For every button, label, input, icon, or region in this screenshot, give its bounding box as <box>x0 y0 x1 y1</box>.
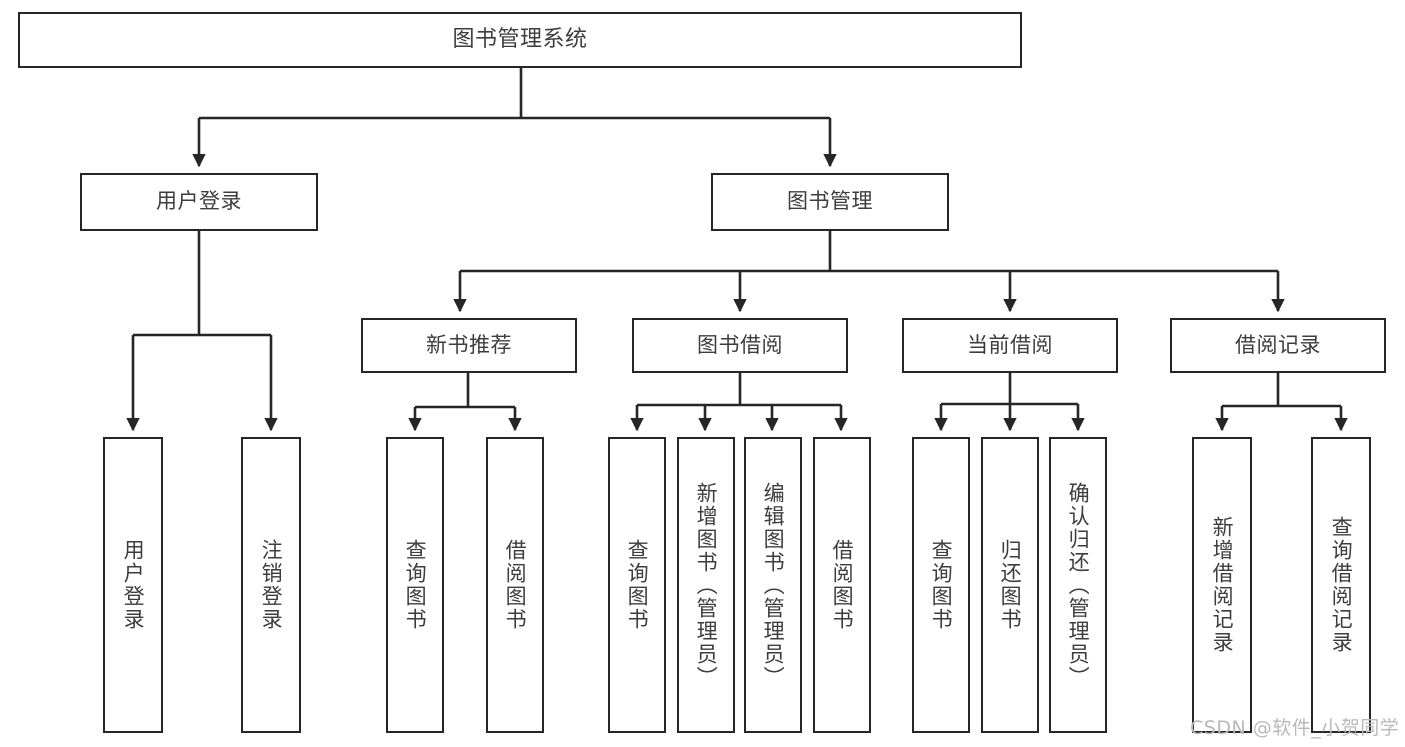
node-root-system[interactable]: 图书管理系统 <box>18 12 1022 68</box>
leaf-borrow-book-label: 借阅图书 <box>830 539 855 631</box>
node-book-borrow[interactable]: 图书借阅 <box>632 318 848 373</box>
leaf-confirm-return-admin[interactable]: 确认归还（管理员） <box>1049 437 1107 733</box>
leaf-query-book-borrow-label: 查询图书 <box>625 539 650 631</box>
node-new-book-recommend-label: 新书推荐 <box>426 332 512 357</box>
node-book-borrow-label: 图书借阅 <box>697 332 783 357</box>
node-new-book-recommend[interactable]: 新书推荐 <box>361 318 577 373</box>
leaf-logout[interactable]: 注销登录 <box>241 437 301 733</box>
leaf-edit-book-admin-label: 编辑图书（管理员） <box>761 481 786 689</box>
leaf-query-borrow-record-label: 查询借阅记录 <box>1329 516 1354 654</box>
node-current-borrow-label: 当前借阅 <box>967 332 1053 357</box>
leaf-borrow-book-recommend-label: 借阅图书 <box>503 539 528 631</box>
leaf-add-book-admin[interactable]: 新增图书（管理员） <box>677 437 735 733</box>
node-book-management[interactable]: 图书管理 <box>711 173 949 231</box>
leaf-query-book-recommend[interactable]: 查询图书 <box>386 437 444 733</box>
leaf-query-borrow-record[interactable]: 查询借阅记录 <box>1311 437 1371 733</box>
node-borrow-record[interactable]: 借阅记录 <box>1170 318 1386 373</box>
node-root-system-label: 图书管理系统 <box>452 26 588 52</box>
leaf-query-book-borrow[interactable]: 查询图书 <box>608 437 666 733</box>
node-borrow-record-label: 借阅记录 <box>1235 332 1321 357</box>
leaf-confirm-return-admin-label: 确认归还（管理员） <box>1066 481 1091 689</box>
leaf-add-borrow-record-label: 新增借阅记录 <box>1210 516 1235 654</box>
node-user-login[interactable]: 用户登录 <box>80 173 318 231</box>
leaf-return-book-label: 归还图书 <box>998 539 1023 631</box>
leaf-add-borrow-record[interactable]: 新增借阅记录 <box>1192 437 1252 733</box>
leaf-return-book[interactable]: 归还图书 <box>981 437 1039 733</box>
leaf-add-book-admin-label: 新增图书（管理员） <box>694 481 719 689</box>
node-book-management-label: 图书管理 <box>787 189 873 214</box>
leaf-query-book-current-label: 查询图书 <box>929 539 954 631</box>
leaf-borrow-book-recommend[interactable]: 借阅图书 <box>486 437 544 733</box>
leaf-logout-label: 注销登录 <box>259 539 284 631</box>
leaf-edit-book-admin[interactable]: 编辑图书（管理员） <box>744 437 802 733</box>
csdn-watermark: CSDN @软件_小贺同学 <box>1190 717 1400 739</box>
leaf-user-login[interactable]: 用户登录 <box>103 437 163 733</box>
leaf-borrow-book[interactable]: 借阅图书 <box>813 437 871 733</box>
leaf-user-login-label: 用户登录 <box>121 539 146 631</box>
leaf-query-book-current[interactable]: 查询图书 <box>912 437 970 733</box>
leaf-query-book-recommend-label: 查询图书 <box>403 539 428 631</box>
node-user-login-label: 用户登录 <box>156 189 242 214</box>
node-current-borrow[interactable]: 当前借阅 <box>902 318 1118 373</box>
